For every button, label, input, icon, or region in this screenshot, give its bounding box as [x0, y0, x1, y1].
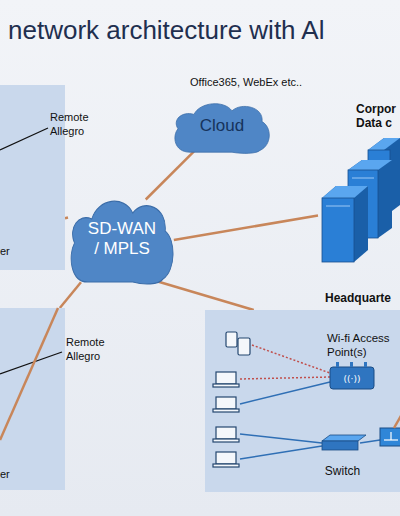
data-center: Corpor Data c — [318, 100, 400, 265]
node-label: Cloud — [187, 116, 257, 136]
node-label: er — [0, 245, 60, 258]
switch-node: Switch — [315, 432, 370, 482]
network-link — [174, 216, 318, 241]
diagram-title: network architecture with Al — [8, 14, 324, 47]
wan-cloud: SD-WAN / MPLS — [68, 195, 176, 285]
cloud-path — [71, 201, 173, 284]
node-label: SD-WAN / MPLS — [84, 219, 160, 260]
node-label: Headquarte — [325, 291, 400, 305]
network-link — [154, 281, 253, 311]
headquarters-box: HeadquarteWi-fi Access Point(s)Switch — [205, 310, 400, 492]
node-label: Wi-fi Access Point(s) — [327, 332, 400, 360]
node-label: Corpor Data c — [356, 102, 400, 131]
network-link — [65, 216, 68, 219]
network-link — [146, 151, 194, 199]
cloud-shape: Cloud — [172, 100, 272, 154]
annotation-label: Remote Allegro — [66, 336, 112, 364]
network-link — [60, 282, 81, 308]
annotation-label: Office365, WebEx etc.. — [190, 76, 360, 90]
node-label: er — [0, 468, 60, 481]
access-point: Wi-fi Access Point(s) — [327, 332, 400, 392]
site-band: er — [0, 308, 65, 490]
server-icons — [322, 138, 400, 262]
node-label: Switch — [315, 464, 370, 478]
annotation-label: Remote Allegro — [50, 111, 96, 139]
cloud-path — [175, 104, 269, 154]
